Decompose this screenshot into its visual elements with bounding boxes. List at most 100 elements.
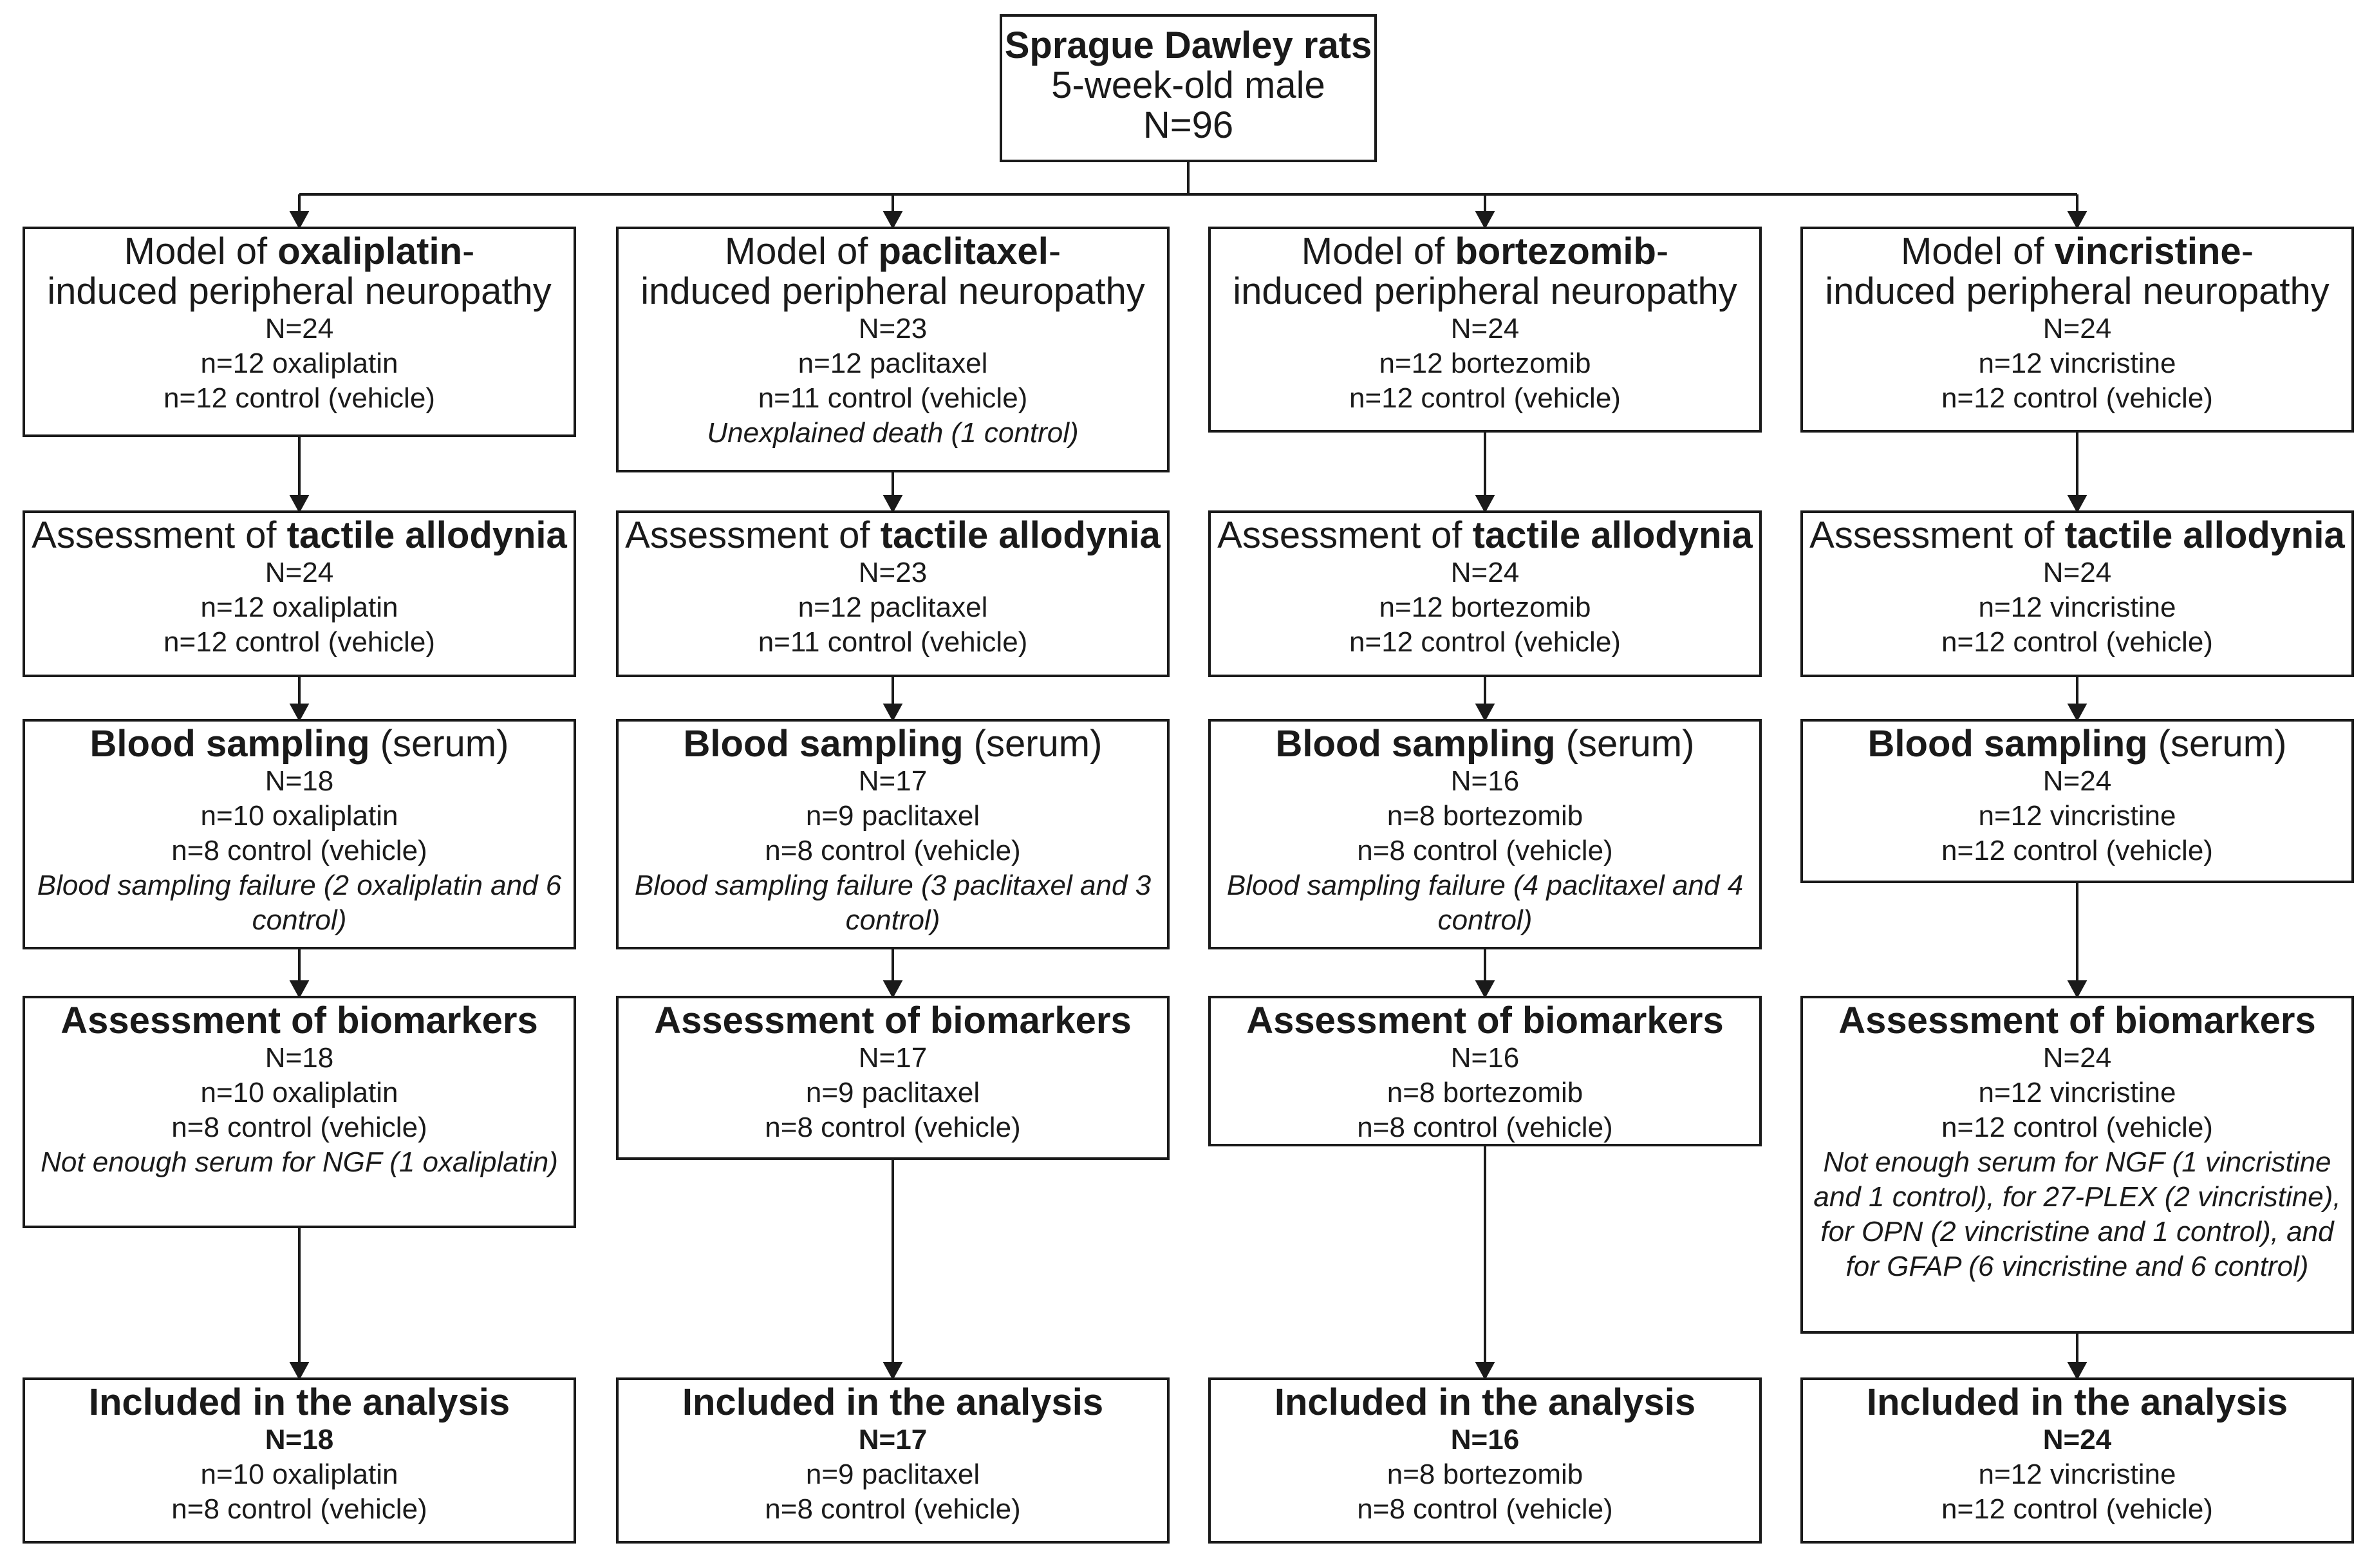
- allodynia-treated: n=12 bortezomib: [1379, 592, 1591, 623]
- allodynia-control: n=12 control (vehicle): [163, 626, 435, 658]
- model-box-bortezomib: Model of bortezomib- induced peripheral …: [1208, 227, 1762, 433]
- blood-control: n=12 control (vehicle): [1941, 835, 2213, 866]
- blood-treated: n=12 vincristine: [1978, 800, 2176, 832]
- blood-control: n=8 control (vehicle): [765, 835, 1021, 866]
- allodynia-total: N=23: [858, 557, 928, 588]
- included-heading: Included in the analysis: [1274, 1381, 1696, 1423]
- biomarkers-note: Not enough serum for NGF (1 vincristine …: [1813, 1146, 2341, 1282]
- included-control: n=8 control (vehicle): [171, 1493, 427, 1525]
- blood-heading: Blood sampling (serum): [1275, 723, 1695, 765]
- included-box-paclitaxel: Included in the analysis N=17 n=9 paclit…: [616, 1377, 1170, 1544]
- drug-name: vincristine: [2054, 230, 2241, 272]
- blood-note: Blood sampling failure (3 paclitaxel and…: [634, 870, 1152, 936]
- allodynia-heading: Assessment of tactile allodynia: [625, 514, 1161, 556]
- model-subheading: induced peripheral neuropathy: [1233, 270, 1737, 312]
- population-age-sex: 5-week-old male: [1051, 64, 1325, 106]
- population-total: N=96: [1143, 104, 1234, 146]
- model-treated: n=12 oxaliplatin: [200, 348, 398, 379]
- model-heading: Model of vincristine-: [1900, 230, 2254, 272]
- blood-note: Blood sampling failure (4 paclitaxel and…: [1226, 870, 1744, 936]
- allodynia-treated: n=12 oxaliplatin: [200, 592, 398, 623]
- model-total: N=23: [858, 313, 928, 344]
- biomarkers-box-oxaliplatin: Assessment of biomarkers N=18 n=10 oxali…: [23, 996, 576, 1228]
- blood-total: N=17: [858, 765, 928, 797]
- allodynia-total: N=24: [1450, 557, 1520, 588]
- model-treated: n=12 vincristine: [1978, 348, 2176, 379]
- allodynia-treated: n=12 vincristine: [1978, 592, 2176, 623]
- biomarkers-heading: Assessment of biomarkers: [654, 1000, 1132, 1041]
- allodynia-treated: n=12 paclitaxel: [798, 592, 988, 623]
- biomarkers-control: n=12 control (vehicle): [1941, 1112, 2213, 1143]
- biomarkers-treated: n=10 oxaliplatin: [200, 1077, 398, 1108]
- biomarkers-box-bortezomib: Assessment of biomarkers N=16 n=8 bortez…: [1208, 996, 1762, 1146]
- population-box: Sprague Dawley rats 5-week-old male N=96: [1000, 14, 1377, 162]
- included-box-bortezomib: Included in the analysis N=16 n=8 bortez…: [1208, 1377, 1762, 1544]
- model-box-vincristine: Model of vincristine- induced peripheral…: [1800, 227, 2354, 433]
- blood-treated: n=9 paclitaxel: [805, 800, 980, 832]
- blood-note: Blood sampling failure (2 oxaliplatin an…: [37, 870, 562, 936]
- model-treated: n=12 bortezomib: [1379, 348, 1591, 379]
- included-treated: n=10 oxaliplatin: [200, 1459, 398, 1490]
- drug-name: bortezomib: [1455, 230, 1656, 272]
- allodynia-heading: Assessment of tactile allodynia: [1809, 514, 2345, 556]
- included-total: N=16: [1450, 1424, 1520, 1455]
- included-box-oxaliplatin: Included in the analysis N=18 n=10 oxali…: [23, 1377, 576, 1544]
- blood-box-paclitaxel: Blood sampling (serum) N=17 n=9 paclitax…: [616, 719, 1170, 949]
- included-treated: n=8 bortezomib: [1387, 1459, 1583, 1490]
- blood-total: N=16: [1450, 765, 1520, 797]
- blood-treated: n=8 bortezomib: [1387, 800, 1583, 832]
- model-heading: Model of paclitaxel-: [724, 230, 1061, 272]
- model-box-paclitaxel: Model of paclitaxel- induced peripheral …: [616, 227, 1170, 472]
- model-control: n=12 control (vehicle): [1941, 382, 2213, 414]
- biomarkers-total: N=24: [2042, 1042, 2112, 1074]
- model-subheading: induced peripheral neuropathy: [640, 270, 1145, 312]
- allodynia-box-paclitaxel: Assessment of tactile allodynia N=23 n=1…: [616, 510, 1170, 677]
- biomarkers-control: n=8 control (vehicle): [171, 1112, 427, 1143]
- included-heading: Included in the analysis: [682, 1381, 1104, 1423]
- included-heading: Included in the analysis: [1866, 1381, 2288, 1423]
- biomarkers-box-vincristine: Assessment of biomarkers N=24 n=12 vincr…: [1800, 996, 2354, 1334]
- allodynia-control: n=12 control (vehicle): [1349, 626, 1621, 658]
- blood-control: n=8 control (vehicle): [171, 835, 427, 866]
- model-note: Unexplained death (1 control): [707, 417, 1079, 449]
- model-control: n=12 control (vehicle): [163, 382, 435, 414]
- biomarkers-total: N=18: [265, 1042, 334, 1074]
- biomarkers-treated: n=12 vincristine: [1978, 1077, 2176, 1108]
- drug-name: oxaliplatin: [277, 230, 463, 272]
- blood-box-oxaliplatin: Blood sampling (serum) N=18 n=10 oxalipl…: [23, 719, 576, 949]
- model-treated: n=12 paclitaxel: [798, 348, 988, 379]
- allodynia-heading: Assessment of tactile allodynia: [32, 514, 567, 556]
- model-control: n=12 control (vehicle): [1349, 382, 1621, 414]
- blood-control: n=8 control (vehicle): [1357, 835, 1613, 866]
- allodynia-box-bortezomib: Assessment of tactile allodynia N=24 n=1…: [1208, 510, 1762, 677]
- biomarkers-treated: n=9 paclitaxel: [805, 1077, 980, 1108]
- model-box-oxaliplatin: Model of oxaliplatin- induced peripheral…: [23, 227, 576, 437]
- biomarkers-treated: n=8 bortezomib: [1387, 1077, 1583, 1108]
- included-heading: Included in the analysis: [88, 1381, 510, 1423]
- blood-box-vincristine: Blood sampling (serum) N=24 n=12 vincris…: [1800, 719, 2354, 883]
- model-heading: Model of oxaliplatin-: [124, 230, 475, 272]
- population-title: Sprague Dawley rats: [1004, 24, 1372, 66]
- allodynia-total: N=24: [265, 557, 334, 588]
- included-treated: n=9 paclitaxel: [805, 1459, 980, 1490]
- included-total: N=24: [2042, 1424, 2112, 1455]
- allodynia-control: n=11 control (vehicle): [758, 626, 1028, 658]
- allodynia-box-oxaliplatin: Assessment of tactile allodynia N=24 n=1…: [23, 510, 576, 677]
- biomarkers-heading: Assessment of biomarkers: [1246, 1000, 1724, 1041]
- biomarkers-control: n=8 control (vehicle): [765, 1112, 1021, 1143]
- model-total: N=24: [265, 313, 334, 344]
- included-box-vincristine: Included in the analysis N=24 n=12 vincr…: [1800, 1377, 2354, 1544]
- included-control: n=8 control (vehicle): [765, 1493, 1021, 1525]
- biomarkers-control: n=8 control (vehicle): [1357, 1112, 1613, 1143]
- biomarkers-heading: Assessment of biomarkers: [1838, 1000, 2316, 1041]
- blood-heading: Blood sampling (serum): [1867, 723, 2287, 765]
- drug-name: paclitaxel: [878, 230, 1049, 272]
- biomarkers-total: N=16: [1450, 1042, 1520, 1074]
- included-control: n=12 control (vehicle): [1941, 1493, 2213, 1525]
- model-subheading: induced peripheral neuropathy: [1825, 270, 2330, 312]
- biomarkers-box-paclitaxel: Assessment of biomarkers N=17 n=9 paclit…: [616, 996, 1170, 1160]
- allodynia-box-vincristine: Assessment of tactile allodynia N=24 n=1…: [1800, 510, 2354, 677]
- blood-box-bortezomib: Blood sampling (serum) N=16 n=8 bortezom…: [1208, 719, 1762, 949]
- blood-heading: Blood sampling (serum): [89, 723, 509, 765]
